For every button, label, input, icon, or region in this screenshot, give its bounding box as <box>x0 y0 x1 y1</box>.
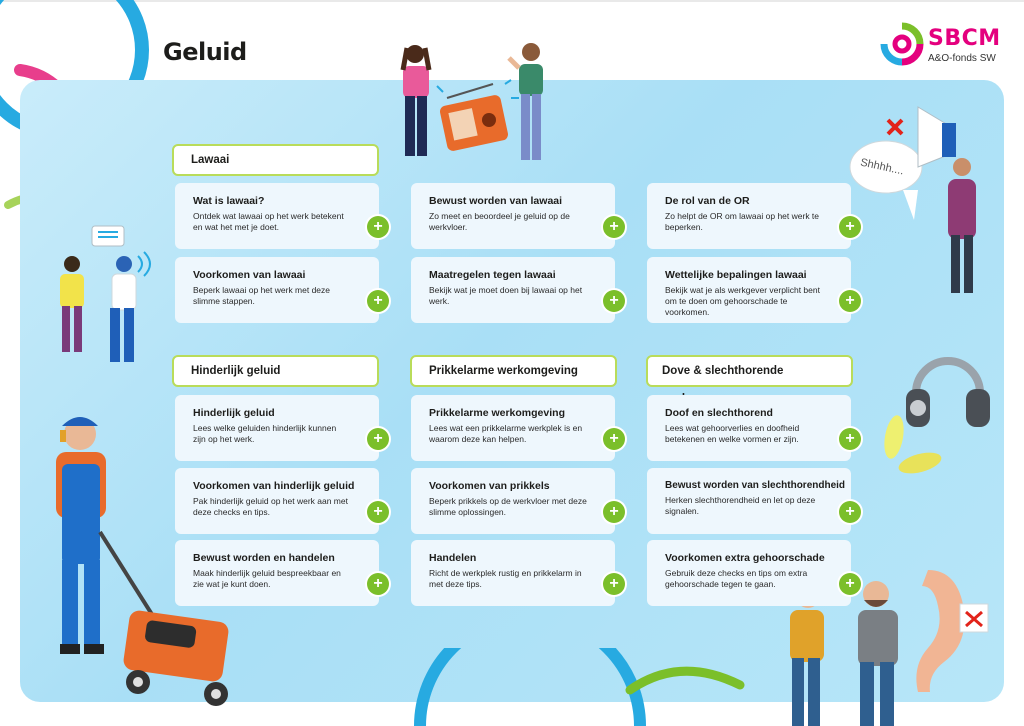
card-voorkomen-van-hinderlijk-geluid[interactable]: Voorkomen van hinderlijk geluid Pak hind… <box>175 468 389 534</box>
card-title: Doof en slechthorend <box>665 407 773 419</box>
lawnmower-worker-illustration <box>56 417 229 706</box>
logo-subtitle: A&O-fonds SW <box>928 53 996 64</box>
card-wettelijke-bepalingen-lawaai[interactable]: Wettelijke bepalingen lawaai Bekijk wat … <box>647 257 861 323</box>
card-description: Richt de werkplek rustig en prikkelarm i… <box>429 568 582 589</box>
section-header-prikkelarme-werkomgeving: Prikkelarme werkomgeving <box>410 355 617 387</box>
card-title: Wat is lawaai? <box>193 195 265 207</box>
expand-plus-icon[interactable]: + <box>603 428 625 450</box>
expand-plus-icon[interactable]: + <box>839 290 861 312</box>
expand-plus-icon[interactable]: + <box>367 573 389 595</box>
card-description: Lees wat gehoorverlies en doofheid betek… <box>665 423 800 444</box>
card-handelen[interactable]: Handelen Richt de werkplek rustig en pri… <box>411 540 625 606</box>
card-hinderlijk-geluid[interactable]: Hinderlijk geluid Lees welke geluiden hi… <box>175 395 389 461</box>
card-description: Pak hinderlijk geluid op het werk aan me… <box>193 496 348 517</box>
shh-person-illustration <box>849 106 976 293</box>
expand-plus-icon[interactable]: + <box>367 501 389 523</box>
card-bewust-worden-en-handelen[interactable]: Bewust worden en handelen Maak hinderlij… <box>175 540 389 606</box>
card-voorkomen-extra-gehoorschade[interactable]: Voorkomen extra gehoorschade Gebruik dez… <box>647 540 861 606</box>
card-maatregelen-tegen-lawaai[interactable]: Maatregelen tegen lawaai Bekijk wat je m… <box>411 257 625 323</box>
card-de-rol-van-de-or[interactable]: De rol van de OR Zo helpt de OR om lawaa… <box>647 183 861 249</box>
logo-name: SBCM <box>928 26 1001 51</box>
expand-plus-icon[interactable]: + <box>603 501 625 523</box>
expand-plus-icon[interactable]: + <box>839 428 861 450</box>
card-title: Voorkomen van prikkels <box>429 480 550 492</box>
card-title: Voorkomen van hinderlijk geluid <box>193 480 355 492</box>
section-header-lawaai: Lawaai <box>172 144 379 176</box>
expand-plus-icon[interactable]: + <box>839 501 861 523</box>
page-title: Geluid <box>163 38 247 66</box>
card-description: Beperk lawaai op het werk met deze slimm… <box>193 285 331 306</box>
expand-plus-icon[interactable]: + <box>367 290 389 312</box>
card-bewust-worden-van-slechthorendheid[interactable]: Bewust worden van slechthorendheid Herke… <box>647 468 861 534</box>
card-title: De rol van de OR <box>665 195 750 207</box>
card-description: Herken slechthorendheid en let op deze s… <box>665 495 816 516</box>
card-title: Voorkomen extra gehoorschade <box>665 552 825 564</box>
card-description: Ontdek wat lawaai op het werk betekent e… <box>193 211 344 232</box>
card-description: Lees welke geluiden hinderlijk kunnen zi… <box>193 423 337 444</box>
card-wat-is-lawaai[interactable]: Wat is lawaai? Ontdek wat lawaai op het … <box>175 183 389 249</box>
earmuffs-earplugs-illustration <box>884 357 990 474</box>
card-title: Bewust worden van slechthorendheid <box>665 480 846 491</box>
card-description: Zo helpt de OR om lawaai op het werk te … <box>665 211 820 232</box>
card-description: Bekijk wat je moet doen bij lawaai op he… <box>429 285 583 306</box>
workers-noise-illustration <box>60 225 151 362</box>
card-voorkomen-van-prikkels[interactable]: Voorkomen van prikkels Beperk prikkels o… <box>411 468 625 534</box>
expand-plus-icon[interactable]: + <box>367 428 389 450</box>
card-description: Maak hinderlijk geluid bespreekbaar en z… <box>193 568 341 589</box>
card-voorkomen-van-lawaai[interactable]: Voorkomen van lawaai Beperk lawaai op he… <box>175 257 389 323</box>
section-header-dove-slechthorende: Dove & slechthorende werknemers <box>646 355 853 405</box>
card-prikkelarme-werkomgeving[interactable]: Prikkelarme werkomgeving Lees wat een pr… <box>411 395 625 461</box>
card-title: Prikkelarme werkomgeving <box>429 407 565 419</box>
card-title: Bewust worden en handelen <box>193 552 335 564</box>
expand-plus-icon[interactable]: + <box>603 573 625 595</box>
card-bewust-worden-van-lawaai[interactable]: Bewust worden van lawaai Zo meet en beoo… <box>411 183 625 249</box>
decor-arc-green <box>625 666 745 695</box>
section-header-hinderlijk-geluid: Hinderlijk geluid <box>172 355 379 387</box>
people-radio-illustration <box>400 43 543 160</box>
logo-mark-icon <box>880 22 924 66</box>
card-title: Voorkomen van lawaai <box>193 269 306 281</box>
sbcm-logo[interactable]: SBCM A&O-fonds SW <box>880 22 1010 68</box>
card-title: Wettelijke bepalingen lawaai <box>665 269 807 281</box>
card-title: Handelen <box>429 552 477 564</box>
card-doof-en-slechthorend[interactable]: Doof en slechthorend Lees wat gehoorverl… <box>647 395 861 461</box>
top-divider <box>0 0 1024 2</box>
decor-arc-bottom <box>414 648 646 726</box>
card-description: Beperk prikkels op de werkvloer met deze… <box>429 496 587 517</box>
card-title: Hinderlijk geluid <box>193 407 275 419</box>
card-description: Zo meet en beoordeel je geluid op de wer… <box>429 211 570 232</box>
card-description: Gebruik deze checks en tips om extra geh… <box>665 568 808 589</box>
expand-plus-icon[interactable]: + <box>839 573 861 595</box>
expand-plus-icon[interactable]: + <box>603 216 625 238</box>
card-title: Maatregelen tegen lawaai <box>429 269 556 281</box>
card-description: Lees wat een prikkelarme werkplek is en … <box>429 423 583 444</box>
expand-plus-icon[interactable]: + <box>367 216 389 238</box>
expand-plus-icon[interactable]: + <box>839 216 861 238</box>
card-description: Bekijk wat je als werkgever verplicht be… <box>665 285 820 317</box>
expand-plus-icon[interactable]: + <box>603 290 625 312</box>
card-title: Bewust worden van lawaai <box>429 195 563 207</box>
